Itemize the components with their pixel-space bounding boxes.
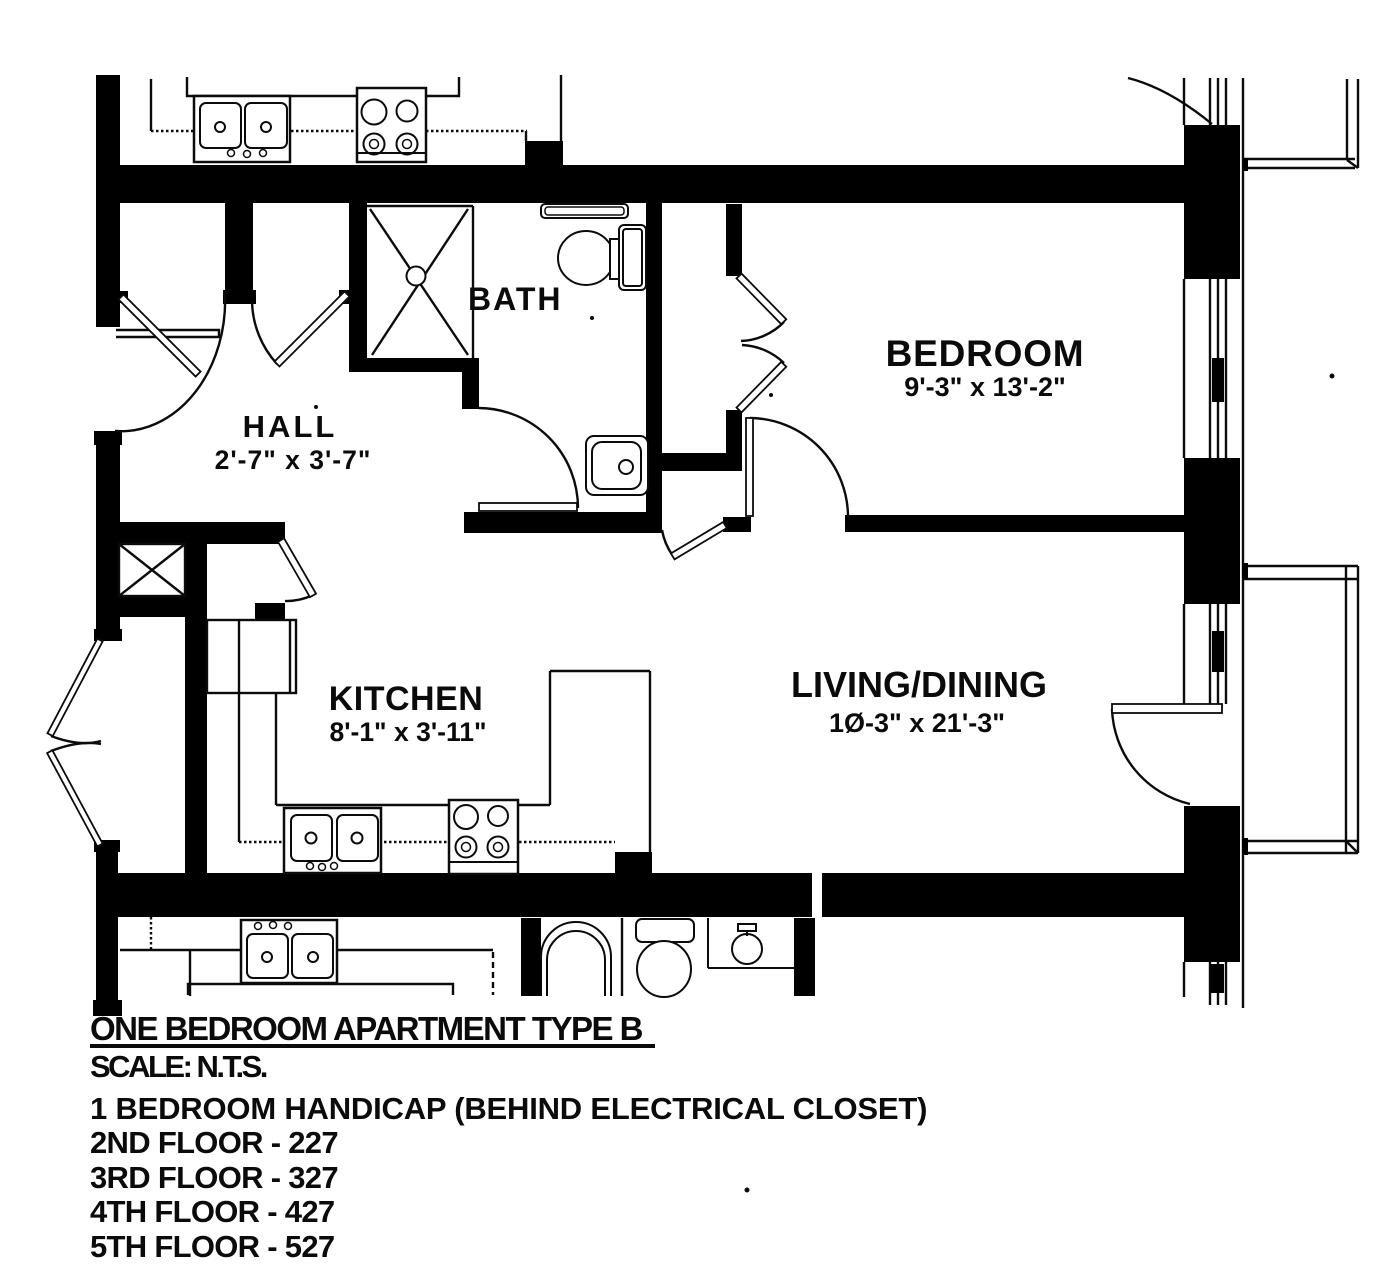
svg-text:SCALE: N.T.S.: SCALE: N.T.S.	[90, 1049, 267, 1084]
svg-text:BATH: BATH	[468, 281, 563, 317]
svg-text:3RD FLOOR - 327: 3RD FLOOR - 327	[90, 1160, 338, 1195]
svg-text:HALL: HALL	[243, 409, 338, 444]
svg-text:9'-3" x 13'-2": 9'-3" x 13'-2"	[904, 372, 1066, 402]
svg-text:ONE BEDROOM APARTMENT TYPE B: ONE BEDROOM APARTMENT TYPE B	[90, 1010, 643, 1047]
svg-text:BEDROOM: BEDROOM	[886, 333, 1085, 374]
svg-text:1 BEDROOM HANDICAP (BEHIND ELE: 1 BEDROOM HANDICAP (BEHIND ELECTRICAL CL…	[90, 1091, 927, 1126]
svg-text:LIVING/DINING: LIVING/DINING	[791, 664, 1047, 705]
svg-text:4TH FLOOR - 427: 4TH FLOOR - 427	[90, 1194, 334, 1229]
svg-text:5TH FLOOR - 527: 5TH FLOOR - 527	[90, 1229, 334, 1264]
svg-text:2ND FLOOR - 227: 2ND FLOOR - 227	[90, 1125, 338, 1160]
svg-text:8'-1" x 3'-11": 8'-1" x 3'-11"	[329, 717, 486, 747]
svg-text:2'-7" x 3'-7": 2'-7" x 3'-7"	[215, 445, 372, 475]
svg-text:KITCHEN: KITCHEN	[329, 680, 484, 718]
svg-text:1Ø-3" x 21'-3": 1Ø-3" x 21'-3"	[829, 708, 1005, 738]
